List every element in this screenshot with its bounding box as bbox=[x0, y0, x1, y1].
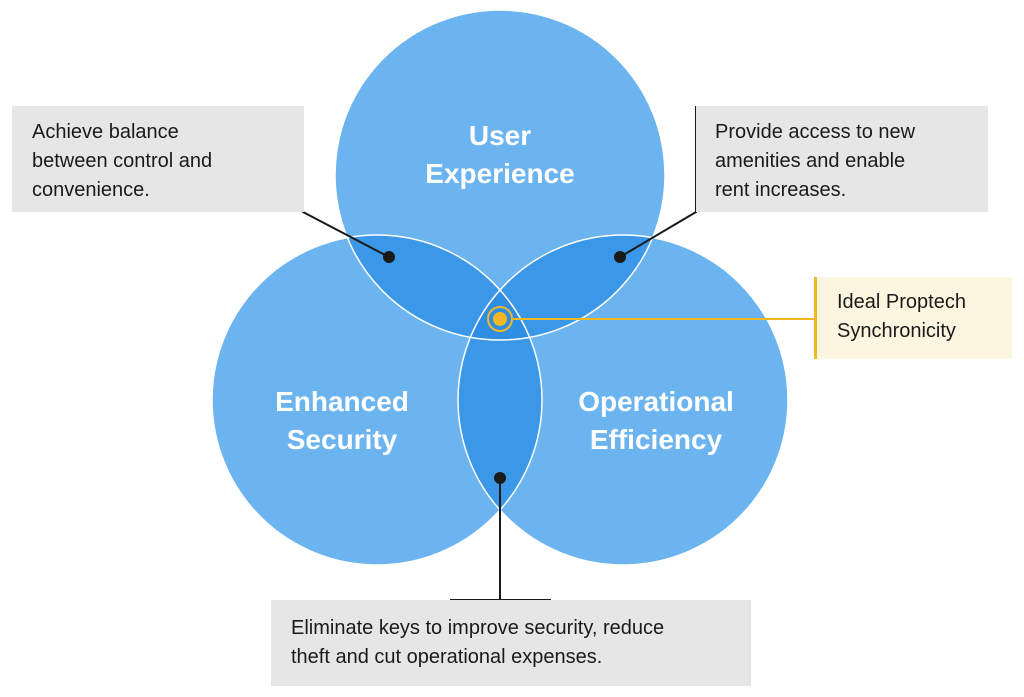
callout-eliminate-keys-line: Eliminate keys to improve security, redu… bbox=[291, 617, 665, 639]
label-user-experience: User Experience bbox=[380, 117, 620, 193]
label-user-experience-line1: User bbox=[468, 120, 532, 151]
callout-eliminate-keys-line: theft and cut operational expenses. bbox=[291, 646, 603, 668]
callout-ideal-synchronicity-line: Synchronicity bbox=[837, 320, 956, 342]
outline-enhanced-security bbox=[211, 234, 543, 566]
callout-amenities-line: amenities and enable bbox=[715, 150, 906, 172]
marker-dot-top-right bbox=[614, 251, 626, 263]
marker-dot-top-left bbox=[383, 251, 395, 263]
callout-balance-line: convenience. bbox=[32, 179, 150, 201]
callout-amenities: Provide access to new amenities and enab… bbox=[696, 106, 988, 212]
callout-eliminate-keys: Eliminate keys to improve security, redu… bbox=[271, 600, 751, 686]
label-enhanced-security-line1: Enhanced bbox=[275, 386, 409, 417]
callout-ideal-synchronicity-line: Ideal Proptech bbox=[837, 291, 966, 313]
marker-ring-center bbox=[487, 306, 513, 332]
label-operational-efficiency-line1: Operational bbox=[578, 386, 734, 417]
callout-balance: Achieve balance between control and conv… bbox=[12, 106, 304, 212]
label-operational-efficiency-line2: Efficiency bbox=[589, 424, 723, 455]
overlap-ux-operations bbox=[458, 235, 665, 340]
callout-balance-line: Achieve balance bbox=[32, 121, 179, 143]
callout-ideal-synchronicity: Ideal Proptech Synchronicity bbox=[814, 277, 1012, 359]
outline-operational-efficiency bbox=[457, 234, 789, 566]
marker-dot-center bbox=[493, 312, 507, 326]
callout-amenities-line: rent increases. bbox=[715, 179, 847, 201]
overlap-ux-security bbox=[335, 235, 542, 340]
label-user-experience-line2: Experience bbox=[425, 158, 575, 189]
marker-dot-bottom bbox=[494, 472, 506, 484]
label-operational-efficiency: Operational Efficiency bbox=[536, 383, 776, 459]
callout-balance-line: between control and bbox=[32, 150, 213, 172]
label-enhanced-security-line2: Security bbox=[286, 424, 398, 455]
callout-amenities-line: Provide access to new bbox=[715, 121, 916, 143]
outline-user-experience bbox=[334, 9, 666, 341]
label-enhanced-security: Enhanced Security bbox=[222, 383, 462, 459]
